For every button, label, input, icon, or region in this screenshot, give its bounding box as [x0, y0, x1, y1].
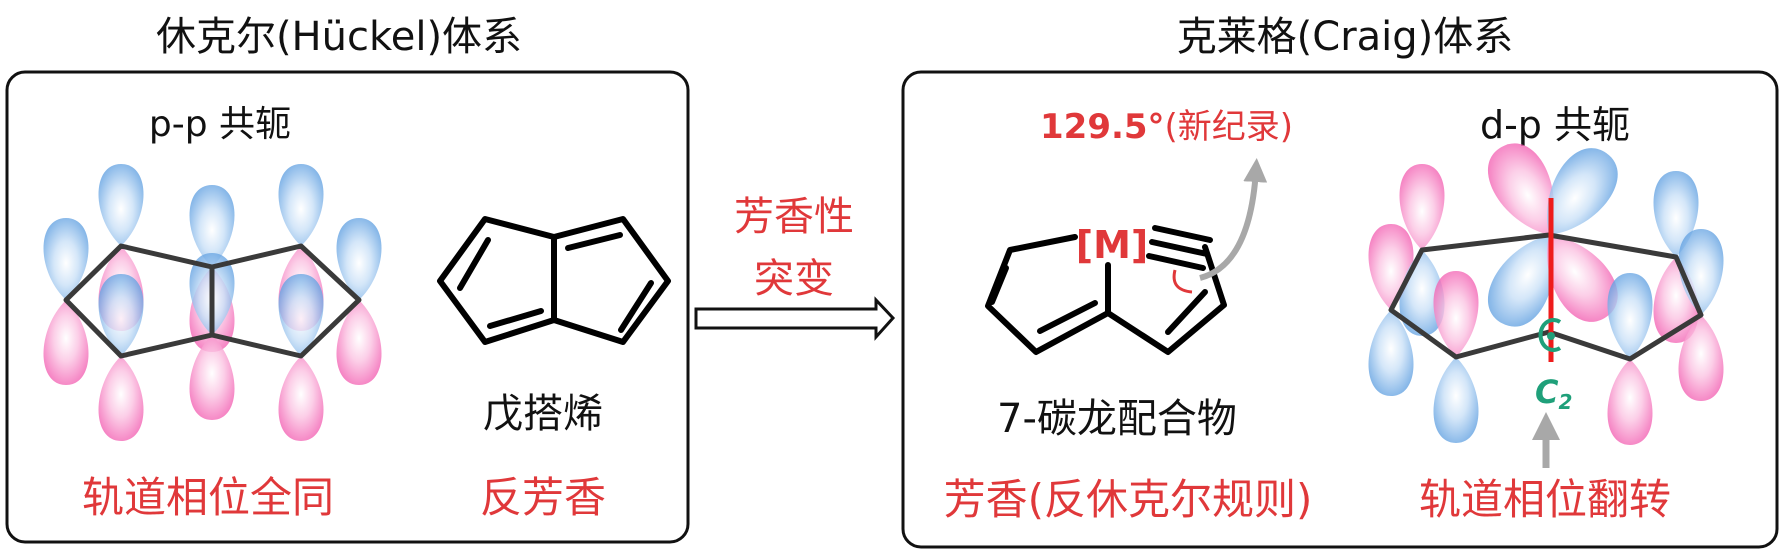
pink-orbital-lobe [278, 356, 324, 441]
pp-orbital-diagram [43, 164, 382, 441]
pp-conjugation-label: p-p 共轭 [149, 104, 291, 145]
pink-orbital-lobe [1547, 235, 1618, 322]
left-phase-caption: 轨道相位全同 [82, 473, 334, 522]
blue-orbital-lobe [1607, 273, 1653, 359]
carbolong-name: 7-碳龙配合物 [997, 396, 1237, 442]
transition-arrow [694, 296, 896, 341]
pink-orbital-lobe [336, 300, 382, 385]
right-panel-title: 克莱格(Craig)体系 [1177, 14, 1514, 60]
blue-orbital-lobe [189, 185, 235, 267]
axis-center-dot [1547, 332, 1555, 340]
bond-angle-annotation: 129.5°(新纪录) [1040, 107, 1293, 147]
carbolong-structure [985, 225, 1227, 355]
right-phase-caption: 轨道相位翻转 [1419, 475, 1671, 524]
blue-orbital-lobe [98, 274, 144, 356]
blue-orbital-lobe [43, 218, 89, 300]
rotation-icon [1538, 318, 1562, 352]
gray-curved-arrow [1199, 158, 1268, 281]
blue-orbital-lobe [336, 218, 382, 300]
dp-conjugation-label: d-p 共轭 [1480, 103, 1630, 147]
blue-orbital-lobe [98, 164, 144, 246]
pink-orbital-lobe [1678, 315, 1724, 401]
transition-text-line2: 突变 [754, 256, 834, 302]
pink-orbital-lobe [1607, 359, 1653, 445]
transition-text-line1: 芳香性 [734, 194, 854, 240]
angle-indicator-arrow [1172, 269, 1193, 294]
carbon-skeleton [63, 243, 362, 359]
record-note: (新纪录) [1165, 107, 1294, 147]
pink-orbital-lobe [1487, 143, 1554, 235]
blue-orbital-lobe [278, 274, 324, 356]
pink-orbital-lobe [1433, 271, 1479, 357]
blue-orbital-lobe [1433, 357, 1479, 443]
antiaromatic-caption: 反芳香 [480, 473, 606, 522]
pentalene-structure [437, 216, 671, 345]
left-panel-title: 休克尔(Hückel)体系 [156, 14, 522, 60]
dp-orbital-diagram [1368, 143, 1724, 445]
left-panel-frame [5, 70, 690, 544]
carbon-skeleton [1388, 232, 1704, 362]
pink-orbital-lobe [98, 356, 144, 441]
bond-angle-value: 129.5° [1040, 107, 1165, 147]
c2-axis-label: C2 [1535, 373, 1572, 414]
metal-label: [M] [1076, 223, 1149, 267]
blue-orbital-lobe [1547, 148, 1618, 235]
pentalene-name: 戊搭烯 [483, 391, 603, 437]
pink-orbital-lobe [43, 300, 89, 385]
pink-orbital-lobe [189, 335, 235, 420]
aromatic-caption: 芳香(反休克尔规则) [944, 475, 1313, 524]
right-panel-frame [901, 70, 1779, 549]
blue-orbital-lobe [278, 164, 324, 246]
blue-orbital-lobe [1368, 310, 1414, 396]
blue-orbital-lobe [1487, 235, 1554, 327]
pink-orbital-lobe [1399, 164, 1445, 250]
